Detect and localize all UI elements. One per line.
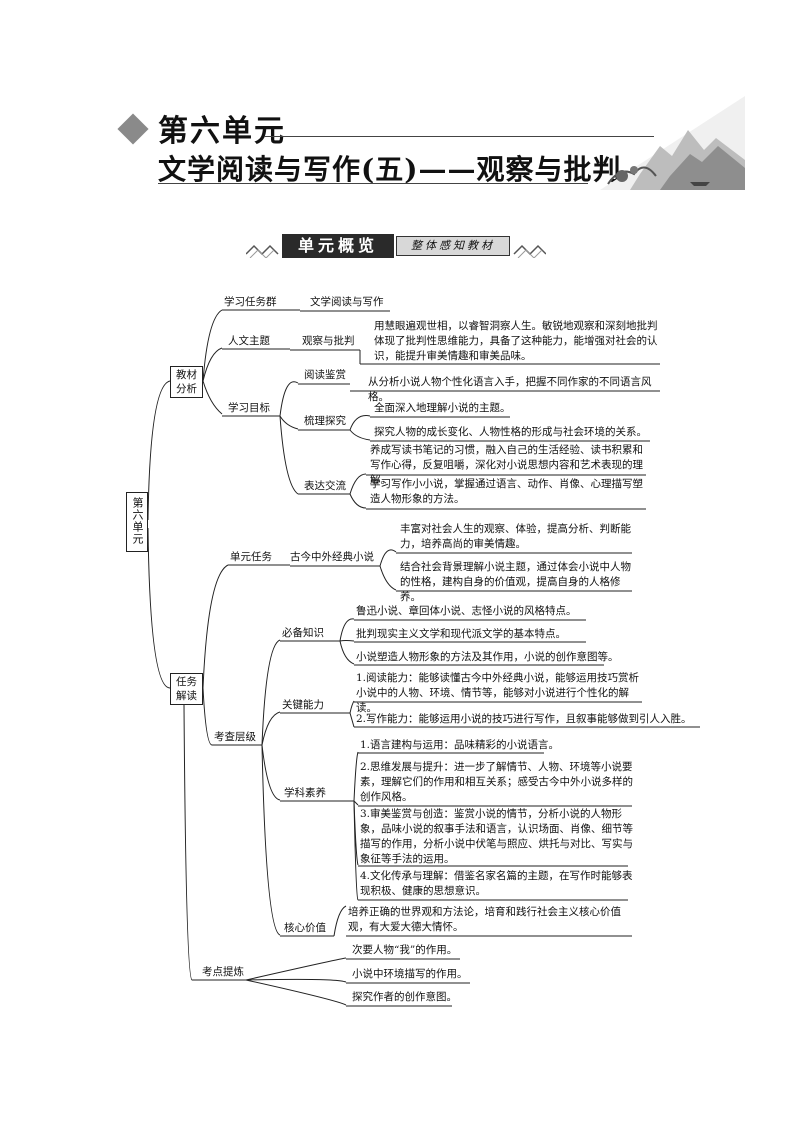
branch-jiaocai: 教材分析: [170, 366, 203, 398]
node-group-value: 文学阅读与写作: [310, 296, 384, 308]
node-goal-express-t2: 学习写作小小说，掌握通过语言、动作、肖像、心理描写塑造人物形象的方法。: [370, 478, 643, 505]
banner-wave-right-icon: [513, 244, 546, 258]
title-divider: [264, 136, 654, 137]
node-task-key: 古今中外经典小说: [290, 551, 374, 563]
node-goal: 学习目标: [228, 402, 270, 414]
node-literacy-t1: 1.语言建构与运用：品味精彩的小说语言。: [360, 739, 560, 751]
mindmap-root: 第六单元: [126, 492, 148, 552]
node-theme: 人文主题: [228, 335, 270, 347]
node-point: 考点提炼: [202, 966, 244, 978]
node-theme-text: 用慧眼遍观世相，以睿智洞察人生。敏锐地观察和深刻地批判体现了批判性思维能力，具备…: [374, 320, 658, 362]
branch-jiaocai-label: 教材分析: [176, 369, 197, 395]
node-task-t1: 丰富对社会人生的观察、体验，提高分析、判断能力，培养高尚的审美情趣。: [400, 523, 631, 550]
node-knowledge-t2: 批判现实主义文学和现代派文学的基本特点。: [356, 628, 566, 640]
banner-wave-left-icon: [246, 244, 279, 258]
node-task-t2: 结合社会背景理解小说主题，通过体会小说中人物的性格，建构自身的价值观，提高自身的…: [400, 561, 631, 603]
node-ability: 关键能力: [282, 699, 324, 711]
branch-renwu: 任务解读: [170, 673, 203, 705]
node-knowledge: 必备知识: [282, 627, 324, 639]
banner-bar: [282, 234, 394, 258]
node-knowledge-t3: 小说塑造人物形象的方法及其作用，小说的创作意图等。: [356, 651, 619, 663]
node-group: 学习任务群: [224, 296, 277, 308]
node-literacy-t3: 3.审美鉴赏与创造：鉴赏小说的情节，分析小说的人物形象，品味小说的叙事手法和语言…: [360, 808, 633, 865]
node-task: 单元任务: [230, 551, 272, 563]
node-goal-express: 表达交流: [304, 480, 346, 492]
node-value-t1: 培养正确的世界观和方法论，培育和践行社会主义核心价值观，有大爱大德大情怀。: [348, 906, 621, 933]
node-goal-read-text: 从分析小说人物个性化语言入手，把握不同作家的不同语言风格。: [368, 376, 652, 403]
node-ability-t2: 2.写作能力：能够运用小说的技巧进行写作，且叙事能够做到引人入胜。: [356, 713, 692, 725]
node-goal-explore: 梳理探究: [304, 415, 346, 427]
node-level: 考查层级: [214, 731, 256, 743]
node-knowledge-t1: 鲁迅小说、章回体小说、志怪小说的风格特点。: [356, 605, 577, 617]
landscape-decoration-icon: [600, 96, 745, 190]
node-goal-read: 阅读鉴赏: [304, 369, 346, 381]
node-literacy-t2: 2.思维发展与提升：进一步了解情节、人物、环境等小说要素，理解它们的作用和相互关…: [360, 761, 633, 803]
node-ability-t1: 1.阅读能力：能够读懂古今中外经典小说，能够运用技巧赏析小说中的人物、环境、情节…: [356, 672, 640, 714]
node-literacy: 学科素养: [284, 787, 326, 799]
node-theme-key: 观察与批判: [302, 335, 355, 347]
node-literacy-t4: 4.文化传承与理解：借鉴名家名篇的主题，在写作时能够表现积极、健康的思想意识。: [360, 870, 633, 897]
unit-title: 第六单元: [158, 114, 286, 149]
unit-subtitle: 文学阅读与写作(五)——观察与批判: [158, 153, 622, 186]
node-goal-explore-t1: 全面深入地理解小说的主题。: [374, 402, 511, 414]
node-point-t3: 探究作者的创作意图。: [352, 991, 457, 1003]
banner-subtitle: 整体感知教材: [396, 236, 510, 256]
node-point-t2: 小说中环境描写的作用。: [352, 968, 468, 980]
banner-title: 单元概览: [297, 236, 378, 255]
node-value: 核心价值: [284, 922, 326, 934]
node-goal-express-t1: 养成写读书笔记的习惯，融入自己的生活经验、读书积累和写作心得，反复咀嚼，深化对小…: [370, 444, 643, 486]
subtitle-divider: [158, 183, 588, 184]
node-goal-explore-t2: 探究人物的成长变化、人物性格的形成与社会环境的关系。: [374, 426, 647, 438]
branch-renwu-label: 任务解读: [176, 676, 197, 702]
root-label: 第六单元: [131, 497, 144, 545]
node-point-t1: 次要人物“我”的作用。: [352, 944, 458, 956]
